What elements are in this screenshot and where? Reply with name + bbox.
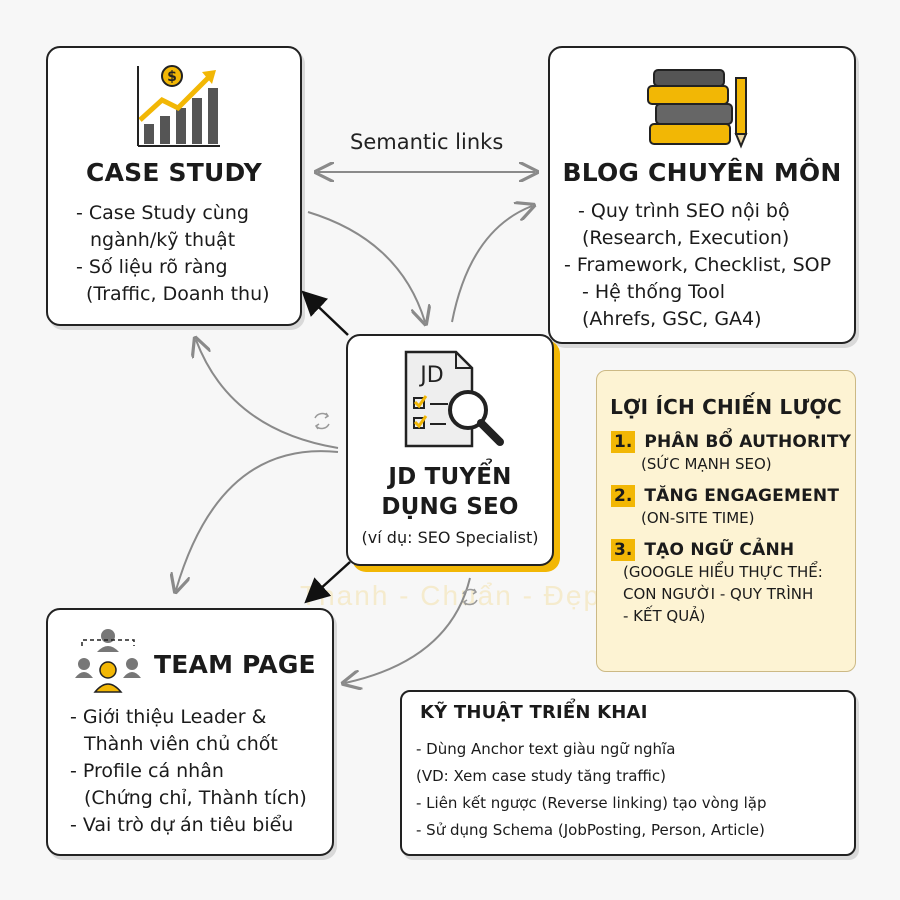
blog-title: BLOG CHUYÊN MÔN	[562, 158, 842, 187]
case-study-bullet: ngành/kỹ thuật	[90, 229, 236, 251]
jd-icon-text: JD	[418, 363, 443, 388]
team-hierarchy-icon	[75, 629, 141, 693]
benefit-heading: PHÂN BỔ AUTHORITY	[644, 432, 852, 452]
case-study-bullet: (Traffic, Doanh thu)	[86, 283, 270, 305]
blog-bullet: - Quy trình SEO nội bộ	[578, 200, 790, 222]
arrow-jd-to-case-black	[301, 290, 349, 336]
team-bullet: (Chứng chỉ, Thành tích)	[84, 787, 307, 809]
blog-bullet: (Ahrefs, GSC, GA4)	[582, 308, 762, 330]
document-magnifier-icon: JD	[404, 350, 504, 448]
jd-card: JD JD TUYỂN DỤNG SEO (ví dụ: SEO Special…	[346, 334, 554, 566]
jd-title-line1: JD TUYỂN	[388, 464, 512, 490]
case-study-title: CASE STUDY	[86, 158, 262, 187]
team-bullet: - Giới thiệu Leader &	[70, 706, 267, 728]
technique-bullet: - Sử dụng Schema (JobPosting, Person, Ar…	[416, 821, 765, 839]
blog-bullet: - Hệ thống Tool	[582, 281, 726, 303]
case-study-bullet: - Số liệu rõ ràng	[76, 256, 228, 278]
benefit-detail: (SỨC MẠNH SEO)	[641, 455, 772, 473]
cycle-icon	[462, 588, 478, 606]
arrow-case-to-jd	[307, 211, 425, 322]
books-pencil-icon	[647, 69, 748, 149]
benefit-item: 1. PHÂN BỔ AUTHORITY (SỨC MẠNH SEO)	[611, 431, 851, 475]
benefit-detail: (GOOGLE HIỂU THỰC THỂ:	[623, 563, 823, 581]
benefit-detail: CON NGƯỜI - QUY TRÌNH	[623, 585, 814, 603]
arrow-jd-to-blog	[451, 206, 532, 323]
benefit-heading: TẠO NGỮ CẢNH	[644, 540, 795, 560]
svg-text:$: $	[167, 69, 177, 85]
benefit-item: 3. TẠO NGỮ CẢNH (GOOGLE HIỂU THỰC THỂ: C…	[611, 539, 851, 627]
benefit-number: 1.	[611, 431, 636, 453]
watermark: Thanh - Chuẩn - Đẹp	[300, 580, 602, 611]
arrow-jd-to-case	[196, 340, 339, 449]
benefit-number: 2.	[611, 485, 636, 507]
benefit-number: 3.	[611, 539, 636, 561]
team-bullet: - Vai trò dự án tiêu biểu	[70, 814, 294, 836]
arrow-jd-to-team-bottom	[345, 577, 471, 683]
team-bullet: Thành viên chủ chốt	[84, 733, 278, 755]
blog-bullet: - Framework, Checklist, SOP	[564, 254, 832, 276]
team-card: TEAM PAGE - Giới thiệu Leader & Thành vi…	[46, 608, 334, 856]
benefit-detail: - KẾT QUẢ)	[623, 607, 706, 625]
cycle-icon	[314, 412, 330, 430]
blog-bullet: (Research, Execution)	[582, 227, 790, 249]
case-study-bullet: - Case Study cùng	[76, 202, 249, 224]
technique-bullet: - Liên kết ngược (Reverse linking) tạo v…	[416, 794, 767, 812]
benefit-heading: TĂNG ENGAGEMENT	[644, 486, 840, 506]
benefit-item: 2. TĂNG ENGAGEMENT (ON-SITE TIME)	[611, 485, 851, 529]
benefits-title: LỢI ÍCH CHIẾN LƯỢC	[610, 395, 842, 419]
technique-card: KỸ THUẬT TRIỂN KHAI - Dùng Anchor text g…	[400, 690, 856, 856]
benefit-detail: (ON-SITE TIME)	[641, 509, 755, 527]
semantic-links-label: Semantic links	[350, 130, 504, 154]
technique-title: KỸ THUẬT TRIỂN KHAI	[420, 702, 648, 723]
blog-card: BLOG CHUYÊN MÔN - Quy trình SEO nội bộ (…	[548, 46, 856, 344]
benefits-panel: LỢI ÍCH CHIẾN LƯỢC 1. PHÂN BỔ AUTHORITY …	[596, 370, 856, 672]
case-study-card: $ CASE STUDY - Case Study cùng ngành/kỹ …	[46, 46, 302, 326]
technique-bullet: (VD: Xem case study tăng traffic)	[416, 767, 667, 785]
arrow-jd-to-team-black	[304, 561, 351, 604]
jd-subtitle: (ví dụ: SEO Specialist)	[361, 528, 539, 547]
team-bullet: - Profile cá nhân	[70, 760, 224, 782]
jd-title-line2: DỤNG SEO	[381, 494, 519, 520]
technique-bullet: - Dùng Anchor text giàu ngữ nghĩa	[416, 740, 676, 758]
arrow-jd-to-team	[176, 450, 339, 590]
team-title: TEAM PAGE	[154, 650, 316, 679]
chart-dollar-icon: $	[137, 65, 220, 147]
